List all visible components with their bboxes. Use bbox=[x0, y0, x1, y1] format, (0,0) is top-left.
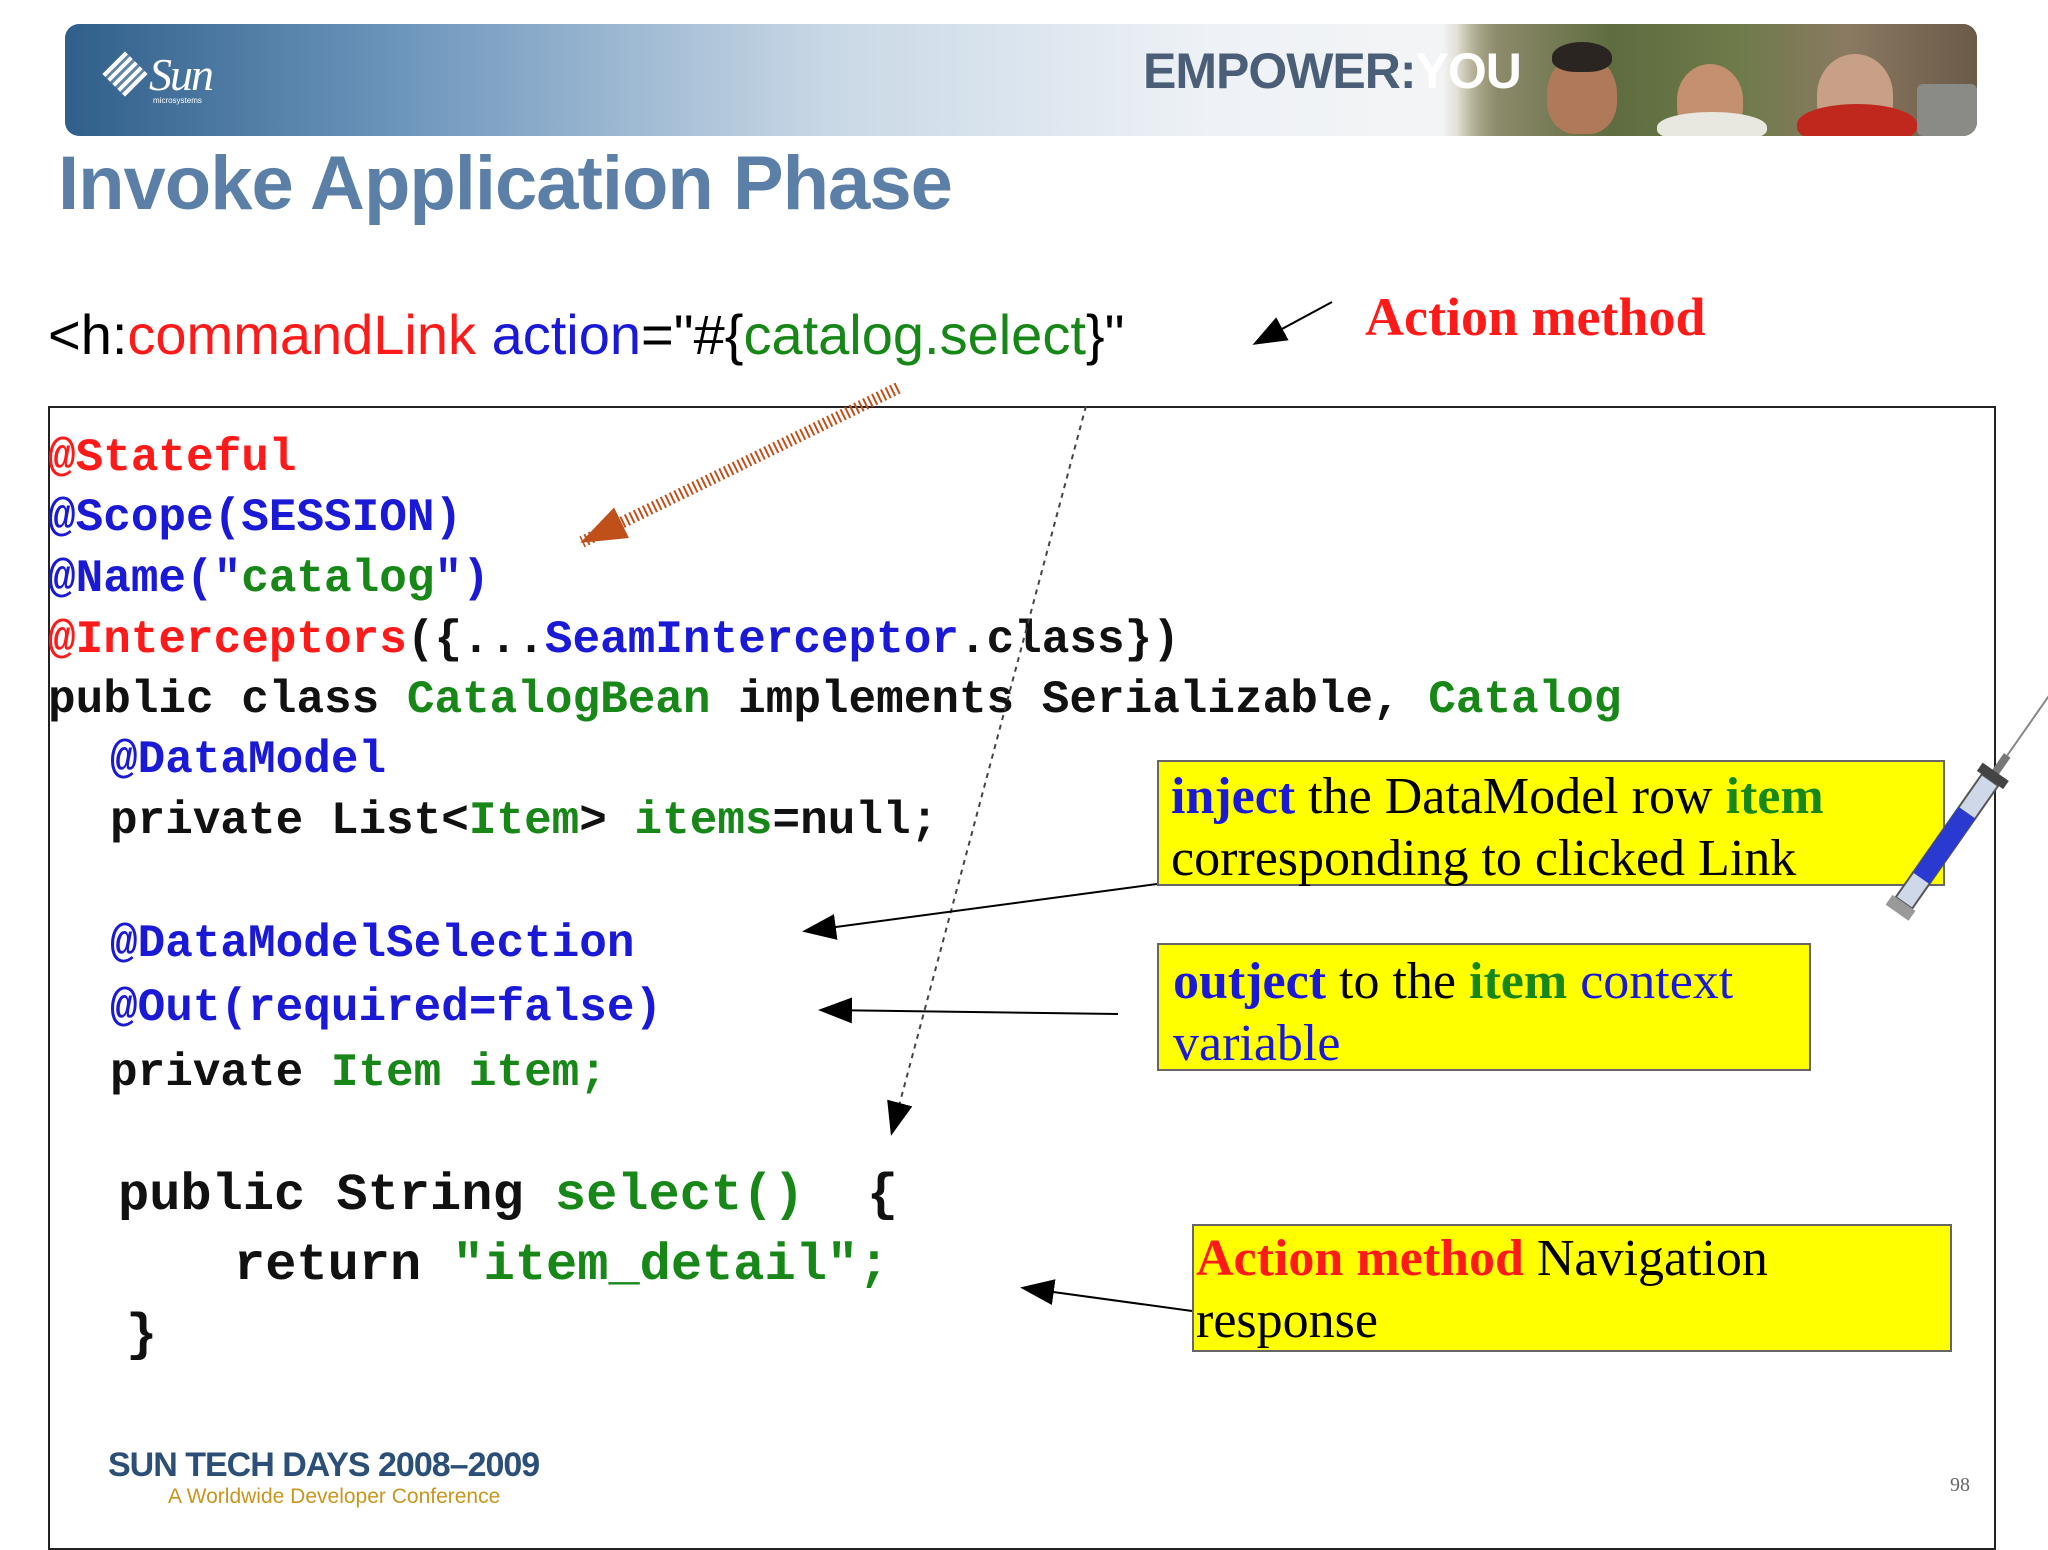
code-token: CatalogBean bbox=[406, 674, 711, 726]
cmd-eq: ="#{ bbox=[641, 303, 744, 366]
code-line-datamodel: @DataModel bbox=[110, 734, 387, 786]
code-token: select() bbox=[554, 1166, 805, 1225]
callout-inject: inject the DataModel row item correspond… bbox=[1157, 760, 1945, 887]
command-link-line: <h:commandLink action="#{catalog.select}… bbox=[48, 302, 1124, 367]
callout-text: variable bbox=[1173, 1015, 1341, 1072]
code-token: > bbox=[579, 795, 635, 847]
code-token: private bbox=[110, 1047, 331, 1099]
callout-keyword: item bbox=[1469, 953, 1568, 1010]
code-token: @Name(" bbox=[48, 553, 242, 605]
code-line-return: return "item_detail"; bbox=[234, 1236, 889, 1295]
code-token: items bbox=[634, 795, 773, 847]
footer-years: 2008–2009 bbox=[369, 1446, 540, 1484]
code-line-class-decl: public class CatalogBean implements Seri… bbox=[48, 674, 1621, 726]
code-token: private List< bbox=[110, 795, 469, 847]
callout-text: the DataModel row bbox=[1295, 768, 1726, 825]
code-token: Item bbox=[468, 795, 580, 847]
callout-keyword: outject bbox=[1173, 953, 1327, 1010]
sun-logo-mark-icon bbox=[102, 51, 148, 97]
code-token: implements Serializable, bbox=[710, 674, 1429, 726]
code-token: ({... bbox=[406, 614, 545, 666]
callout-text: response bbox=[1196, 1292, 1378, 1349]
code-line-select-method: public String select() { bbox=[118, 1166, 898, 1225]
code-token: public String bbox=[118, 1166, 555, 1225]
code-token: Item item; bbox=[330, 1047, 607, 1099]
action-method-label: Action method bbox=[1365, 287, 1706, 347]
code-line-items: private List<Item> items=null; bbox=[110, 795, 938, 847]
callout-keyword: Action method bbox=[1196, 1230, 1524, 1287]
footer-brand: SUN TECH DAYS bbox=[108, 1446, 371, 1484]
cmd-attr: action bbox=[491, 303, 642, 366]
empower-tagline: EMPOWER:YOU bbox=[1143, 42, 1522, 100]
sun-logo: Sun microsystems bbox=[102, 46, 249, 106]
code-line-scope: @Scope(SESSION) bbox=[48, 492, 463, 544]
callout-navigation: Action method Navigation response bbox=[1192, 1224, 1952, 1352]
code-token: Catalog bbox=[1428, 674, 1622, 726]
callout-text: context bbox=[1567, 953, 1734, 1010]
slide-title: Invoke Application Phase bbox=[58, 141, 953, 226]
footer-subtitle: A Worldwide Developer Conference bbox=[168, 1485, 501, 1508]
code-token: public class bbox=[48, 674, 407, 726]
code-line-out: @Out(required=false) bbox=[110, 982, 663, 1034]
code-token: ") bbox=[434, 553, 490, 605]
code-token: catalog bbox=[241, 553, 435, 605]
cmd-close: }" bbox=[1085, 303, 1125, 366]
code-token: { bbox=[804, 1166, 899, 1225]
arrow-action-method bbox=[1252, 301, 1333, 345]
footer-logo: SUN TECH DAYS 2008–2009 A Worldwide Deve… bbox=[108, 1446, 540, 1509]
code-token: .class}) bbox=[958, 614, 1180, 666]
callout-text: corresponding to clicked Link bbox=[1171, 830, 1797, 887]
callout-text: to the bbox=[1326, 953, 1470, 1010]
code-token: =null; bbox=[772, 795, 939, 847]
sun-logo-subtext: microsystems bbox=[153, 96, 202, 105]
callout-keyword: inject bbox=[1171, 768, 1296, 825]
callout-outject: outject to the item context variable bbox=[1157, 943, 1811, 1072]
code-token: return bbox=[234, 1236, 453, 1295]
header-banner: Sun microsystems bbox=[65, 24, 1977, 136]
code-line-datamodelselection: @DataModelSelection bbox=[110, 918, 635, 970]
code-line-close-brace: } bbox=[126, 1306, 158, 1365]
tagline-you: YOU bbox=[1415, 43, 1522, 99]
page-number: 98 bbox=[1950, 1474, 1970, 1496]
cmd-expr: catalog.select bbox=[743, 303, 1086, 366]
code-line-interceptors: @Interceptors({...SeamInterceptor.class}… bbox=[48, 614, 1180, 666]
code-line-name: @Name("catalog") bbox=[48, 553, 490, 605]
code-token: "item_detail"; bbox=[452, 1236, 890, 1295]
code-token: SeamInterceptor bbox=[544, 614, 959, 666]
cmd-tag: commandLink bbox=[127, 303, 477, 366]
callout-text: Navigation bbox=[1523, 1230, 1768, 1287]
code-line-stateful: @Stateful bbox=[48, 432, 297, 484]
code-line-item-field: private Item item; bbox=[110, 1047, 607, 1099]
cmd-open: <h: bbox=[48, 303, 128, 366]
banner-photo bbox=[1457, 24, 1977, 136]
callout-keyword: item bbox=[1725, 768, 1824, 825]
code-token: @Interceptors bbox=[48, 614, 407, 666]
sun-logo-text: Sun bbox=[149, 49, 214, 100]
tagline-empower: EMPOWER: bbox=[1143, 43, 1417, 99]
